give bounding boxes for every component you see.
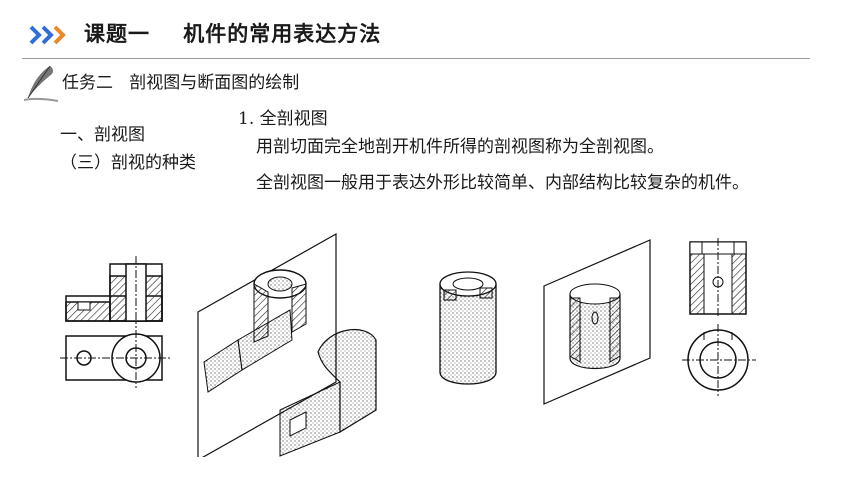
header-divider: [22, 58, 810, 59]
course-title: 课题一 机件的常用表达方法: [84, 21, 382, 46]
cylinder-section-isometric: [543, 239, 651, 405]
quill-pen-icon: [23, 65, 59, 102]
cylinder-orthographic-drawing: [682, 238, 756, 396]
item-heading: 1. 全剖视图: [238, 109, 328, 129]
section-heading: 一、剖视图: [60, 125, 145, 145]
bracket-orthographic-drawing: [60, 256, 170, 388]
task-title: 任务二 剖视图与断面图的绘制: [62, 73, 300, 93]
subsection-heading: （三）剖视的种类: [60, 153, 196, 173]
definition-paragraph: 用剖切面完全地剖开机件所得的剖视图称为全剖视图。: [256, 137, 664, 157]
bracket-section-isometric: [197, 232, 377, 457]
usage-paragraph: 全剖视图一般用于表达外形比较简单、内部结构比较复杂的机件。: [256, 173, 749, 193]
cylinder-exterior-isometric: [439, 271, 497, 385]
chevron-arrows-icon: [29, 25, 66, 45]
